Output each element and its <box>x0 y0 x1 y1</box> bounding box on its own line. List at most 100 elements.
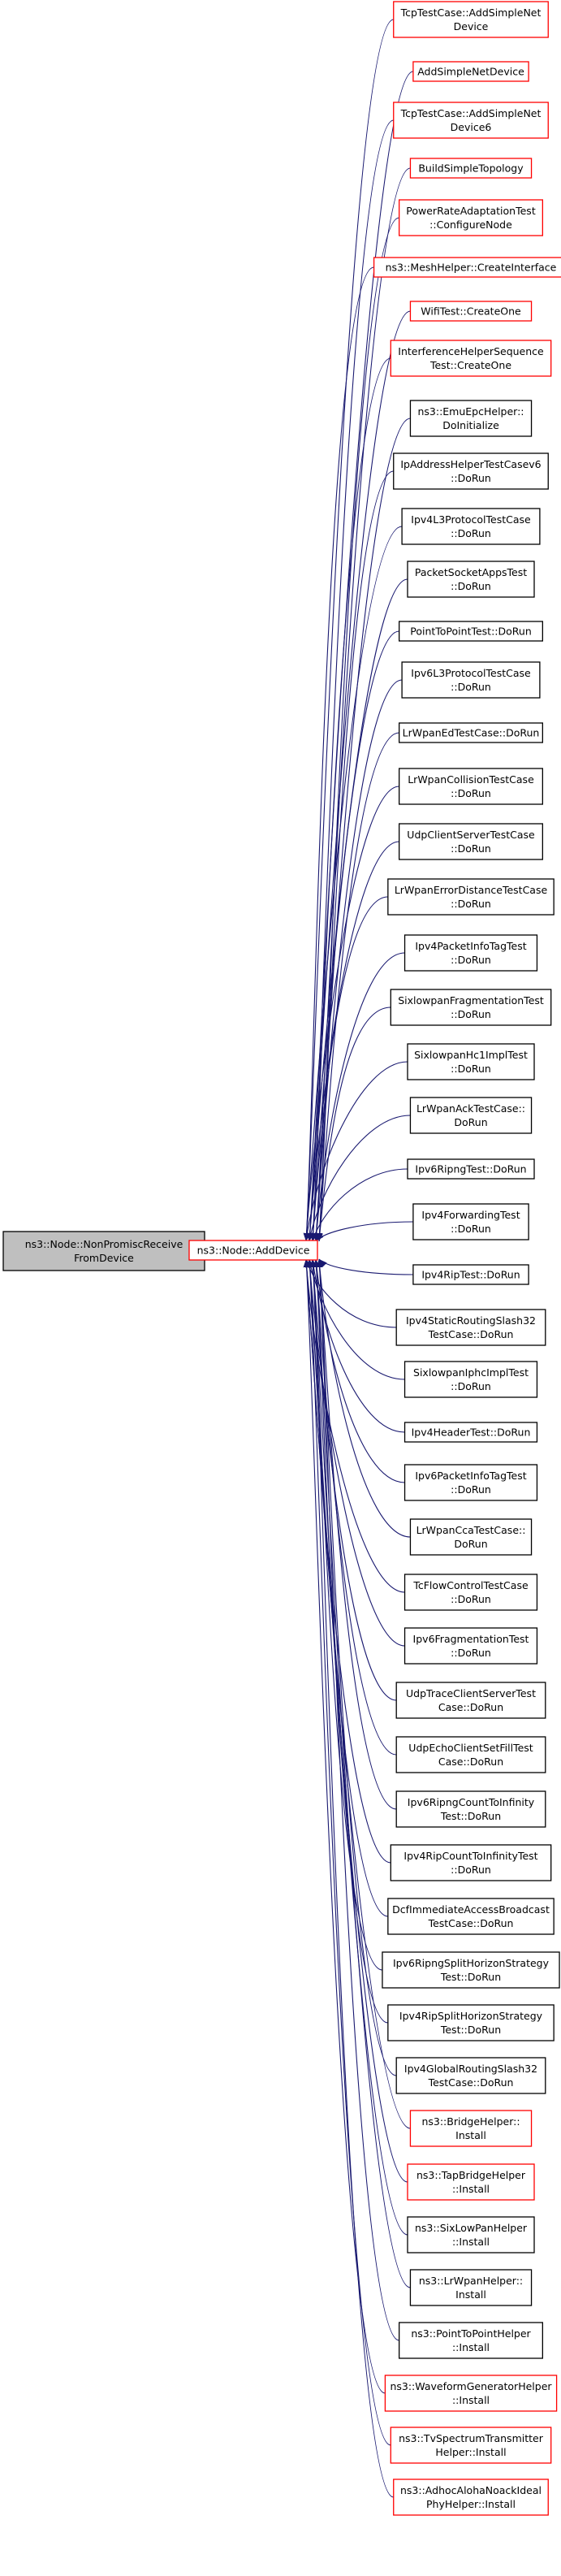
caller-node[interactable]: Ipv4RipCountToInfinityTest::DoRun <box>390 1844 552 1881</box>
edge-caller-to-hub <box>309 1258 408 2236</box>
hub-node[interactable]: ns3::Node::AddDevice <box>188 1240 318 1261</box>
caller-node-label-line: TcpTestCase::AddSimpleNet <box>400 6 542 19</box>
caller-node-label-line: Install <box>455 2129 486 2141</box>
caller-node-label-line: InterferenceHelperSequence <box>398 345 544 357</box>
caller-node[interactable]: BuildSimpleTopology <box>409 158 533 179</box>
caller-node-box <box>390 989 552 1026</box>
caller-node-label-line: Test::DoRun <box>440 1810 501 1822</box>
caller-node-label-line: Ipv4RipTest::DoRun <box>421 1269 520 1281</box>
caller-node[interactable]: LrWpanAckTestCase::DoRun <box>409 1097 533 1134</box>
caller-node[interactable]: TcpTestCase::AddSimpleNetDevice <box>393 1 549 38</box>
caller-node[interactable]: TcFlowControlTestCase::DoRun <box>403 1574 538 1611</box>
caller-node[interactable]: LrWpanErrorDistanceTestCase::DoRun <box>387 878 555 916</box>
edge-caller-to-hub <box>316 1007 391 1242</box>
caller-node[interactable]: ns3::LrWpanHelper::Install <box>409 2269 533 2306</box>
caller-node[interactable]: LrWpanCcaTestCase::DoRun <box>409 1518 533 1556</box>
caller-node-box <box>403 1361 538 1398</box>
caller-node-box <box>398 823 543 860</box>
caller-node[interactable]: ns3::BridgeHelper::Install <box>409 2110 533 2147</box>
caller-node-label-line: Ipv4RipSplitHorizonStrategy <box>399 2010 543 2022</box>
caller-node[interactable]: SixlowpanIphcImplTest::DoRun <box>403 1361 538 1398</box>
root-node-box <box>2 1231 205 1271</box>
caller-node[interactable]: ns3::SixLowPanHelper::Install <box>407 2216 535 2253</box>
caller-node[interactable]: Ipv4RipTest::DoRun <box>412 1264 529 1285</box>
caller-node-label-line: ns3::SixLowPanHelper <box>415 2222 528 2234</box>
caller-node-box <box>395 1736 546 1773</box>
caller-node-box <box>395 1682 546 1719</box>
edge-caller-to-hub <box>303 786 399 1242</box>
caller-node[interactable]: Ipv6PacketInfoTagTest::DoRun <box>403 1464 538 1501</box>
edge-caller-to-hub <box>309 630 399 1242</box>
caller-node-label-line: IpAddressHelperTestCasev6 <box>400 458 541 470</box>
caller-node-box <box>384 2375 558 2412</box>
caller-node-label-line: ::Install <box>452 2394 490 2406</box>
caller-node[interactable]: PointToPointTest::DoRun <box>398 621 543 642</box>
caller-node-label-line: Ipv4ForwardingTest <box>421 1209 520 1221</box>
caller-node[interactable]: LrWpanCollisionTestCase::DoRun <box>398 768 543 805</box>
caller-node[interactable]: IpAddressHelperTestCasev6::DoRun <box>393 452 549 490</box>
caller-node[interactable]: Ipv4L3ProtocolTestCase::DoRun <box>401 508 541 545</box>
caller-node-box <box>393 1 549 38</box>
caller-node[interactable]: Ipv6L3ProtocolTestCase::DoRun <box>401 661 541 699</box>
edge-caller-to-hub <box>307 1115 411 1242</box>
caller-node[interactable]: PacketSocketAppsTest::DoRun <box>407 561 535 598</box>
root-node-label-line: FromDevice <box>74 1252 134 1264</box>
caller-node-label-line: UdpTraceClientServerTest <box>406 1687 536 1699</box>
caller-node[interactable]: InterferenceHelperSequenceTest::CreateOn… <box>390 340 552 377</box>
caller-node[interactable]: SixlowpanFragmentationTest::DoRun <box>390 989 552 1026</box>
caller-node[interactable]: Ipv4PacketInfoTagTest::DoRun <box>403 934 538 972</box>
caller-node-box <box>393 102 549 139</box>
edge-caller-to-hub <box>304 1061 408 1242</box>
caller-node-label-line: LrWpanCcaTestCase:: <box>416 1524 526 1536</box>
caller-node-label-line: DoRun <box>454 1538 487 1550</box>
caller-node-label-line: Ipv4L3ProtocolTestCase <box>411 513 531 526</box>
caller-node[interactable]: ns3::AdhocAlohaNoackIdealPhyHelper::Inst… <box>393 2479 549 2516</box>
edge-caller-to-hub <box>303 1258 386 2394</box>
caller-node[interactable]: Ipv6FragmentationTest::DoRun <box>403 1627 538 1665</box>
caller-node[interactable]: Ipv4ForwardingTest::DoRun <box>412 1203 529 1240</box>
caller-node-box <box>407 2163 535 2201</box>
caller-node[interactable]: ns3::WaveformGeneratorHelper::Install <box>384 2375 558 2412</box>
caller-node[interactable]: ns3::PointToPointHelper::Install <box>398 2322 543 2359</box>
caller-node[interactable]: Ipv6RipngTest::DoRun <box>407 1158 535 1180</box>
caller-node[interactable]: ns3::TvSpectrumTransmitterHelper::Instal… <box>390 2427 552 2464</box>
caller-node[interactable]: PowerRateAdaptationTest::ConfigureNode <box>398 199 543 236</box>
caller-node-box <box>409 1518 533 1556</box>
caller-node-label-line: ::DoRun <box>451 1593 491 1605</box>
edge-caller-to-hub <box>306 841 399 1242</box>
caller-node-label-line: ::DoRun <box>451 842 491 855</box>
caller-node-label-line: DoRun <box>454 1116 487 1128</box>
caller-node-label-line: ns3::PointToPointHelper <box>411 2327 531 2340</box>
edge-caller-to-hub <box>316 1258 397 2076</box>
caller-node[interactable]: SixlowpanHc1ImplTest::DoRun <box>407 1043 535 1080</box>
caller-node[interactable]: DcfImmediateAccessBroadcastTestCase::DoR… <box>387 1898 555 1935</box>
edge-caller-to-hub <box>309 896 388 1242</box>
caller-node[interactable]: AddSimpleNetDevice <box>412 61 529 82</box>
caller-node-label-line: ns3::TvSpectrumTransmitter <box>399 2432 544 2444</box>
caller-node-box <box>409 2110 533 2147</box>
caller-node[interactable]: UdpClientServerTestCase::DoRun <box>398 823 543 860</box>
caller-node-label-line: Ipv6FragmentationTest <box>413 1633 529 1645</box>
caller-node[interactable]: Ipv4HeaderTest::DoRun <box>403 1422 538 1443</box>
caller-node-box <box>382 1951 560 1989</box>
caller-node-label-line: DcfImmediateAccessBroadcast <box>392 1903 550 1916</box>
caller-node[interactable]: ns3::EmuEpcHelper::DoInitialize <box>409 400 533 437</box>
caller-node-box <box>407 561 535 598</box>
caller-node[interactable]: LrWpanEdTestCase::DoRun <box>398 722 543 743</box>
edge-caller-to-hub <box>315 1221 413 1242</box>
caller-node[interactable]: WifiTest::CreateOne <box>409 301 533 322</box>
caller-node-label-line: TestCase::DoRun <box>428 1328 514 1340</box>
caller-node-label-line: Case::DoRun <box>438 1701 503 1713</box>
caller-node[interactable]: ns3::MeshHelper::CreateInterface <box>373 257 561 278</box>
caller-node-label-line: Case::DoRun <box>438 1756 503 1768</box>
caller-node-label-line: Install <box>455 2288 486 2301</box>
caller-node[interactable]: ns3::TapBridgeHelper::Install <box>407 2163 535 2201</box>
